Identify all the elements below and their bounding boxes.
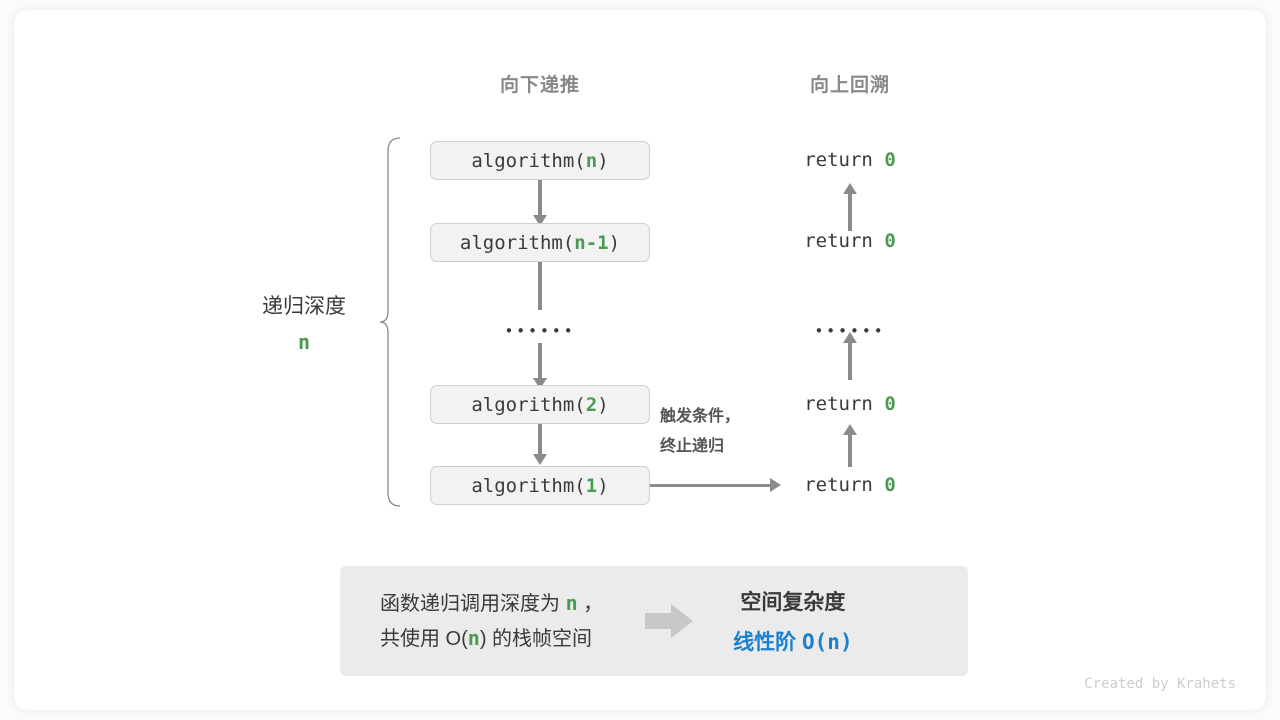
call-arg: n-1	[574, 231, 609, 254]
desc-var-n: n	[565, 591, 578, 615]
recursion-depth-value: n	[297, 330, 311, 354]
return-zero: 0	[884, 474, 896, 496]
complexity-result-title: 空间复杂度	[740, 591, 846, 614]
desc-text-a: 函数递归调用深度为	[380, 593, 566, 615]
call-arg: n	[585, 149, 598, 172]
termination-note-line1: 触发条件，	[660, 408, 741, 425]
up-arrow-line-3	[848, 435, 852, 467]
column-heading-backtrack: 向上回溯	[809, 75, 890, 96]
call-suffix: )	[597, 149, 609, 172]
complexity-description: 函数递归调用深度为 n ， 共使用 O(n) 的栈帧空间	[380, 586, 603, 656]
return-value-2: return 0	[740, 393, 960, 415]
desc-text-b: ，	[577, 593, 604, 615]
return-zero: 0	[884, 393, 896, 415]
complexity-description-line2: 共使用 O(n) 的栈帧空间	[380, 621, 603, 656]
recursion-depth-brace	[379, 137, 401, 507]
base-case-arrow-line	[650, 484, 772, 487]
call-arg: 2	[585, 393, 598, 416]
return-value-1: return 0	[740, 474, 960, 496]
complexity-order-name: 线性阶	[733, 631, 803, 654]
call-suffix: )	[608, 231, 621, 254]
return-keyword: return	[804, 393, 885, 415]
call-ellipsis: ••••••	[504, 322, 576, 340]
call-arg: 1	[585, 474, 598, 497]
implies-arrow-stem	[645, 613, 674, 629]
return-ellipsis: ••••••	[814, 322, 886, 340]
down-arrow-line-4	[538, 424, 542, 456]
down-arrow-line-2	[538, 262, 542, 310]
return-zero: 0	[884, 149, 896, 171]
return-keyword: return	[804, 230, 885, 252]
call-suffix: )	[597, 474, 609, 497]
up-arrow-head-1	[843, 183, 857, 194]
complexity-summary-panel: 函数递归调用深度为 n ， 共使用 O(n) 的栈帧空间 空间复杂度 线性阶 O…	[340, 566, 968, 676]
implies-arrow-head	[671, 604, 694, 638]
call-prefix: algorithm(	[471, 474, 586, 497]
complexity-order-notation: O(n)	[802, 630, 853, 654]
recursion-depth-label: 递归深度 n	[219, 290, 389, 354]
call-box-n[interactable]: algorithm(n)	[430, 141, 650, 180]
up-arrow-head-3	[843, 424, 857, 435]
diagram-card: 向下递推 向上回溯 递归深度 n algorithm(n) algorithm(…	[14, 10, 1266, 710]
complexity-description-line1: 函数递归调用深度为 n ，	[380, 586, 603, 621]
call-suffix: )	[597, 393, 609, 416]
down-arrow-head-1	[533, 215, 547, 226]
return-zero: 0	[884, 230, 896, 252]
base-case-arrow-head	[770, 478, 781, 492]
complexity-result: 空间复杂度 线性阶 O(n)	[733, 586, 852, 656]
complexity-result-value: 线性阶 O(n)	[733, 626, 852, 656]
up-arrow-head-2	[843, 332, 857, 343]
implies-arrow-icon	[645, 604, 694, 638]
down-arrow-line-3	[538, 343, 542, 380]
credit-footer: Created by Krahets	[1084, 676, 1236, 692]
call-prefix: algorithm(	[471, 393, 586, 416]
call-prefix: algorithm(	[471, 149, 586, 172]
down-arrow-line-1	[538, 180, 542, 217]
down-arrow-head-3	[533, 378, 547, 389]
call-box-n-minus-1[interactable]: algorithm(n-1)	[430, 223, 650, 262]
return-value-n-minus-1: return 0	[740, 230, 960, 252]
down-arrow-head-4	[533, 454, 547, 465]
call-prefix: algorithm(	[459, 231, 575, 254]
termination-note: 触发条件， 终止递归	[660, 402, 740, 462]
return-keyword: return	[804, 474, 885, 496]
return-value-n: return 0	[740, 149, 960, 171]
termination-note-line2: 终止递归	[660, 438, 725, 455]
desc-var-n2: n	[467, 626, 480, 650]
recursion-depth-title: 递归深度	[262, 295, 346, 318]
call-box-1[interactable]: algorithm(1)	[430, 466, 650, 505]
column-heading-recurse: 向下递推	[499, 75, 580, 96]
desc-text-c: 共使用 O(	[380, 628, 468, 650]
up-arrow-line-2	[848, 343, 852, 380]
desc-text-d: ) 的栈帧空间	[479, 628, 593, 650]
return-keyword: return	[804, 149, 885, 171]
call-box-2[interactable]: algorithm(2)	[430, 385, 650, 424]
up-arrow-line-1	[848, 194, 852, 231]
